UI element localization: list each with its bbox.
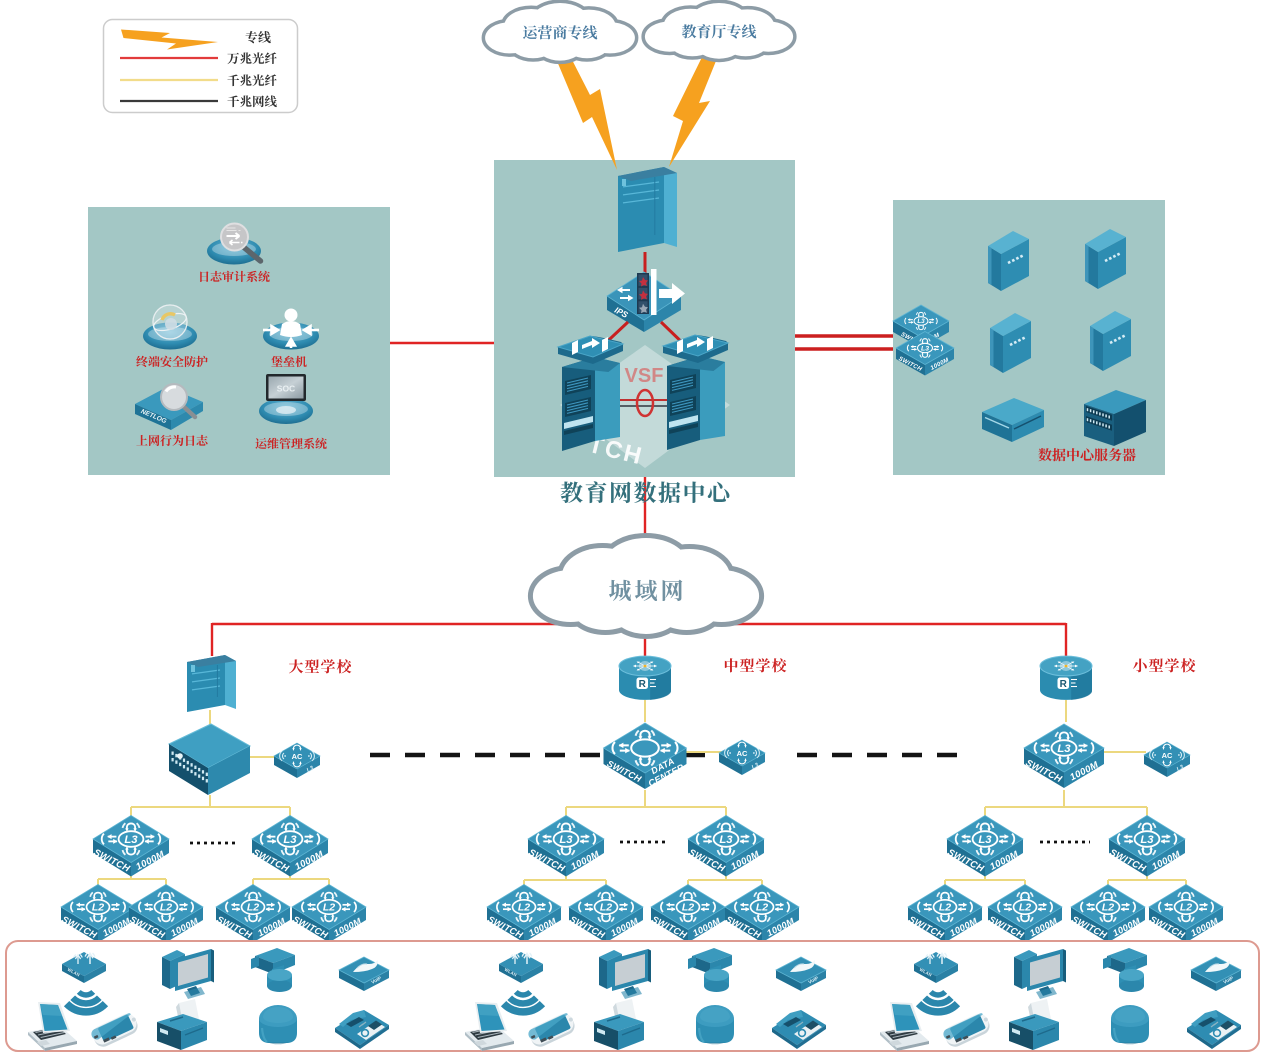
- svg-text:L2: L2: [518, 902, 530, 914]
- svg-text:WLAN: WLAN: [504, 967, 518, 978]
- svg-text:L2: L2: [1019, 902, 1031, 914]
- svg-text:L3: L3: [1057, 743, 1071, 755]
- svg-text:L3: L3: [751, 762, 761, 771]
- svg-text:L3: L3: [283, 834, 297, 846]
- svg-text:L2: L2: [160, 902, 172, 914]
- svg-text:WLAN: WLAN: [919, 967, 933, 978]
- svg-text:R: R: [639, 679, 647, 690]
- svg-text:L2: L2: [600, 902, 612, 914]
- svg-text:L2: L2: [682, 902, 694, 914]
- svg-text:SWI: SWI: [900, 332, 914, 343]
- svg-text:L2: L2: [323, 902, 335, 914]
- svg-text:AC: AC: [292, 752, 303, 761]
- svg-text:L3: L3: [559, 834, 573, 846]
- svg-text:VoIP: VoIP: [1222, 975, 1235, 986]
- svg-text:L3: L3: [917, 318, 925, 325]
- svg-text:WLAN: WLAN: [67, 967, 81, 978]
- svg-text:L2: L2: [1180, 902, 1192, 914]
- svg-text:L3: L3: [124, 834, 138, 846]
- svg-text:VSF: VSF: [625, 365, 664, 387]
- svg-text:AC: AC: [737, 749, 748, 758]
- svg-text:L2: L2: [92, 902, 104, 914]
- svg-text:L2: L2: [756, 902, 768, 914]
- svg-text:L3: L3: [1176, 764, 1186, 773]
- svg-text:L3: L3: [921, 345, 929, 352]
- svg-text:SOC: SOC: [277, 384, 295, 394]
- svg-text:L3: L3: [719, 834, 733, 846]
- svg-text:L3: L3: [978, 834, 992, 846]
- svg-text:L2: L2: [939, 902, 951, 914]
- svg-text:VoIP: VoIP: [807, 975, 820, 986]
- svg-text:L3: L3: [306, 765, 316, 774]
- svg-text:0M: 0M: [930, 332, 941, 342]
- svg-text:L3: L3: [1140, 834, 1154, 846]
- svg-text:VoIP: VoIP: [370, 975, 383, 986]
- svg-text:L2: L2: [247, 902, 259, 914]
- svg-text:AC: AC: [1162, 751, 1173, 760]
- svg-text:L2: L2: [1102, 902, 1114, 914]
- svg-text:R: R: [1060, 679, 1068, 690]
